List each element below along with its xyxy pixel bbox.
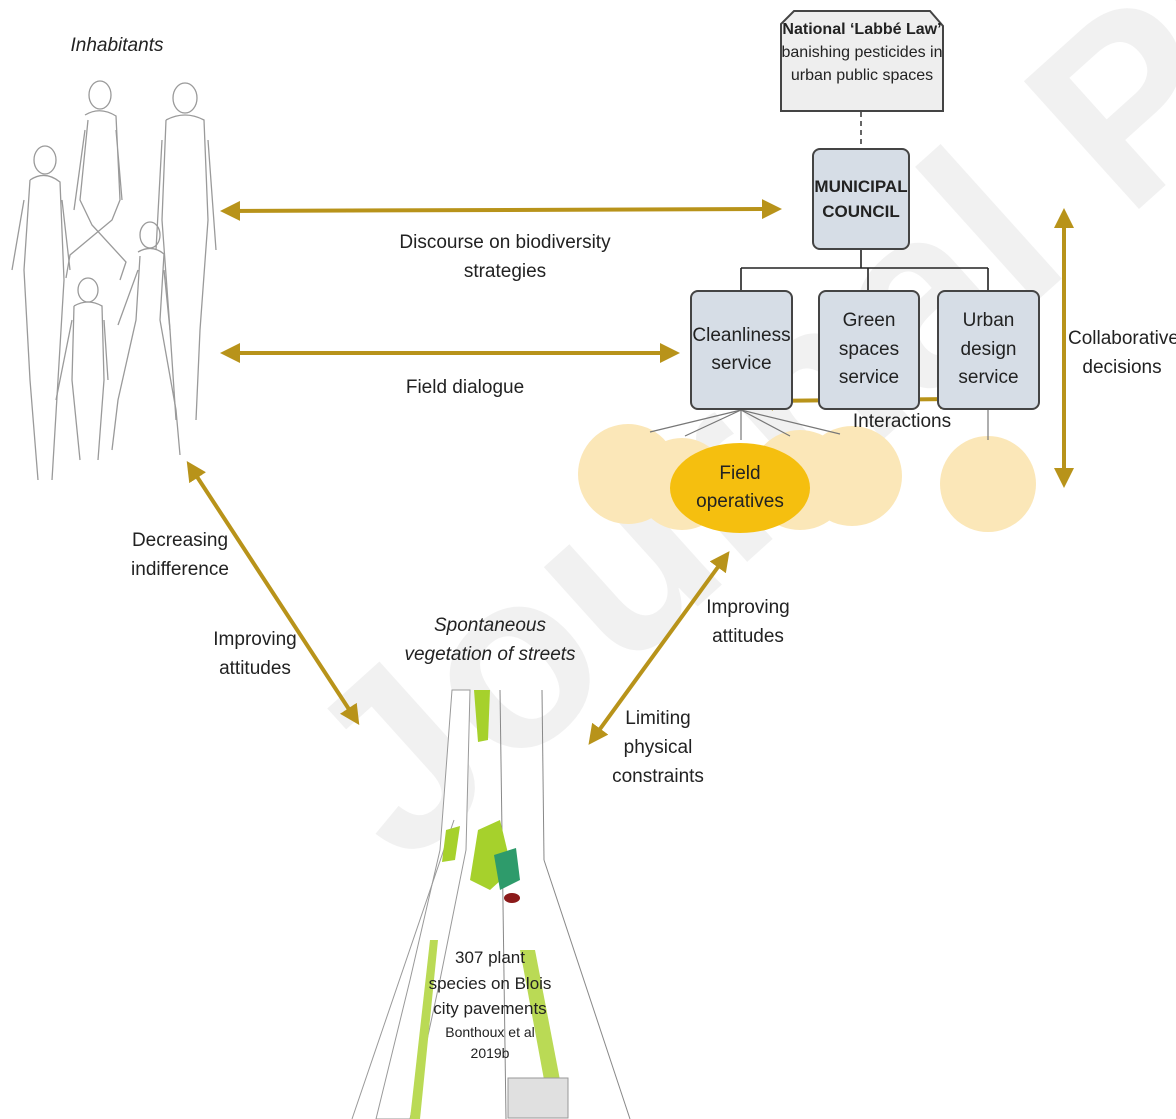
- discourse-label: Discourse on biodiversity strategies: [399, 232, 611, 282]
- species-ref2: 2019b: [470, 1044, 510, 1061]
- species-line2: species on Blois: [428, 973, 552, 993]
- interactions-label: Interactions: [852, 411, 952, 432]
- field-operatives-ellipse: Field operatives: [670, 443, 810, 533]
- improving-right-line2: attitudes: [712, 625, 784, 647]
- collaborative-line2: decisions: [1082, 356, 1162, 378]
- limiting-line2: physical: [623, 736, 693, 758]
- improving-attitudes-left-label: Improving attitudes: [195, 626, 315, 684]
- municipal-council-box: MUNICIPAL COUNCIL: [812, 148, 910, 250]
- improving-right-line1: Improving: [706, 597, 790, 618]
- decreasing-line1: Decreasing: [131, 530, 229, 551]
- street-illustration: [351, 689, 631, 1119]
- operatives-vegetation-arrow: [588, 551, 730, 745]
- spontaneous-vegetation-title: Spontaneous vegetation of streets: [400, 612, 580, 670]
- species-line1: 307 plant: [455, 948, 525, 967]
- decreasing-line2: indifference: [131, 558, 229, 580]
- spontaneous-line2: vegetation of streets: [404, 643, 576, 665]
- inhabitants-vegetation-arrow: [186, 460, 360, 726]
- improving-left-line1: Improving: [213, 629, 297, 650]
- spontaneous-line1: Spontaneous: [434, 615, 546, 636]
- urban-line2: design: [960, 338, 1017, 360]
- limiting-constraints-label: Limiting physical constraints: [598, 705, 718, 792]
- operatives-line1: Field: [719, 463, 761, 485]
- species-count-label: 307 plant species on Blois city pavement…: [420, 945, 560, 1064]
- law-title: National ‘Labbé Law’: [782, 21, 942, 38]
- species-line3: city pavements: [433, 999, 547, 1018]
- urban-line1: Urban: [962, 310, 1015, 332]
- law-box: National ‘Labbé Law’ banishing pesticide…: [780, 10, 944, 112]
- law-line2: banishing pesticides in: [781, 44, 943, 62]
- operatives-fan-lines: [649, 409, 989, 440]
- decreasing-indifference-label: Decreasing indifference: [120, 527, 240, 585]
- cleanliness-line2: service: [711, 353, 772, 374]
- green-line3: service: [838, 367, 900, 389]
- discourse-arrow: [220, 199, 782, 221]
- operatives-line2: operatives: [696, 491, 784, 512]
- law-line3: urban public spaces: [790, 67, 934, 85]
- green-line2: spaces: [838, 338, 900, 360]
- cleanliness-service-box: Cleanliness service: [690, 290, 793, 410]
- species-ref1: Bonthoux et al: [445, 1023, 535, 1040]
- org-tree-lines: [740, 250, 989, 290]
- urban-design-service-box: Urban design service: [937, 290, 1040, 410]
- collaborative-decisions-label: Collaborative decisions: [1068, 325, 1176, 383]
- limiting-line3: constraints: [612, 765, 704, 787]
- council-line1: MUNICIPAL: [814, 176, 908, 196]
- green-line1: Green: [842, 310, 896, 332]
- improving-left-line2: attitudes: [219, 657, 291, 679]
- inhabitants-figures: [11, 80, 217, 481]
- inhabitants-title: Inhabitants: [70, 35, 164, 56]
- urban-line3: service: [958, 367, 1019, 389]
- cleanliness-line1: Cleanliness: [692, 324, 791, 346]
- field-dialogue-label: Field dialogue: [405, 377, 525, 398]
- council-line2: COUNCIL: [822, 202, 900, 221]
- improving-attitudes-right-label: Improving attitudes: [688, 594, 808, 652]
- green-spaces-service-box: Green spaces service: [818, 290, 920, 410]
- limiting-line1: Limiting: [625, 708, 691, 729]
- collaborative-line1: Collaborative: [1068, 328, 1176, 349]
